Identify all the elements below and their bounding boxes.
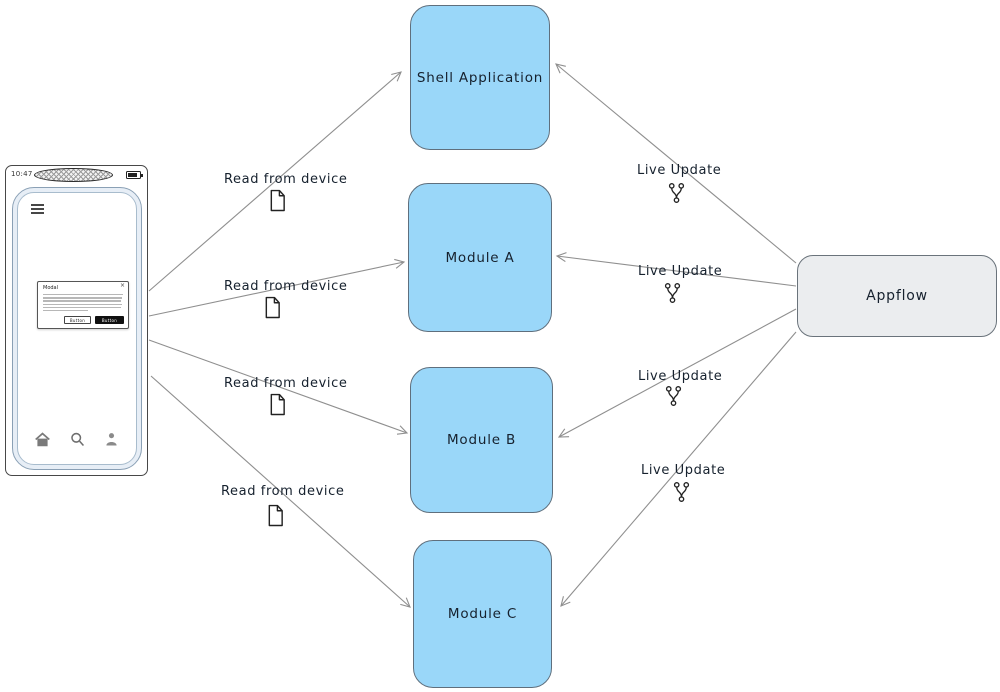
arrow-appflow-to-shell bbox=[555, 63, 797, 264]
primary-button[interactable]: Button bbox=[95, 316, 124, 324]
notch bbox=[34, 168, 113, 182]
close-icon[interactable]: × bbox=[119, 282, 125, 289]
node-module-a[interactable]: Module A bbox=[408, 183, 552, 332]
home-icon[interactable] bbox=[34, 431, 51, 452]
edge-label-live-update-2: Live Update bbox=[638, 264, 723, 279]
arrow-phone-to-module-c bbox=[150, 375, 411, 608]
search-icon[interactable] bbox=[69, 431, 86, 452]
battery-icon bbox=[126, 171, 143, 179]
phone-mockup: 10:47 Modal × Button Button bbox=[5, 165, 148, 476]
profile-icon[interactable] bbox=[103, 431, 120, 452]
arrow-phone-to-module-a bbox=[148, 258, 406, 317]
node-label: Module A bbox=[445, 249, 515, 266]
modal-title: Modal bbox=[43, 285, 58, 291]
edge-label-live-update-4: Live Update bbox=[641, 463, 726, 478]
modal-body-placeholder bbox=[43, 294, 123, 313]
secondary-button[interactable]: Button bbox=[64, 316, 91, 324]
hamburger-menu-icon[interactable] bbox=[31, 204, 44, 217]
git-branch-icon bbox=[663, 282, 682, 305]
arrow-appflow-to-module-a bbox=[555, 252, 797, 287]
edge-label-read-from-device-3: Read from device bbox=[224, 376, 348, 391]
edge-label-read-from-device-4: Read from device bbox=[221, 484, 345, 499]
phone-screen: Modal × Button Button bbox=[17, 192, 137, 465]
phone-bezel: Modal × Button Button bbox=[12, 187, 142, 470]
node-module-b[interactable]: Module B bbox=[410, 367, 553, 513]
node-label: Appflow bbox=[866, 288, 928, 304]
edge-label-live-update-1: Live Update bbox=[637, 163, 722, 178]
arrow-appflow-to-module-c bbox=[560, 331, 797, 607]
arrow-phone-to-module-b bbox=[148, 339, 409, 435]
node-module-c[interactable]: Module C bbox=[413, 540, 552, 688]
modal-buttons: Button Button bbox=[64, 316, 124, 324]
status-time: 10:47 bbox=[11, 170, 33, 178]
document-icon bbox=[263, 296, 282, 319]
document-icon bbox=[268, 393, 287, 416]
edge-label-read-from-device-2: Read from device bbox=[224, 279, 348, 294]
edge-label-live-update-3: Live Update bbox=[638, 369, 723, 384]
arrow-phone-to-shell bbox=[148, 71, 402, 292]
edge-label-read-from-device-1: Read from device bbox=[224, 172, 348, 187]
git-branch-icon bbox=[667, 182, 686, 205]
node-label: Module C bbox=[447, 606, 518, 622]
document-icon bbox=[266, 504, 285, 527]
node-shell-application[interactable]: Shell Application bbox=[410, 5, 550, 150]
modal: Modal × Button Button bbox=[37, 281, 129, 329]
node-label: Shell Application bbox=[416, 69, 544, 86]
git-branch-icon bbox=[672, 481, 691, 504]
git-branch-icon bbox=[664, 385, 683, 408]
bottom-nav bbox=[18, 431, 136, 452]
node-appflow[interactable]: Appflow bbox=[797, 255, 997, 337]
document-icon bbox=[268, 189, 287, 212]
node-label: Module B bbox=[446, 432, 517, 448]
arrow-appflow-to-module-b bbox=[557, 308, 797, 438]
